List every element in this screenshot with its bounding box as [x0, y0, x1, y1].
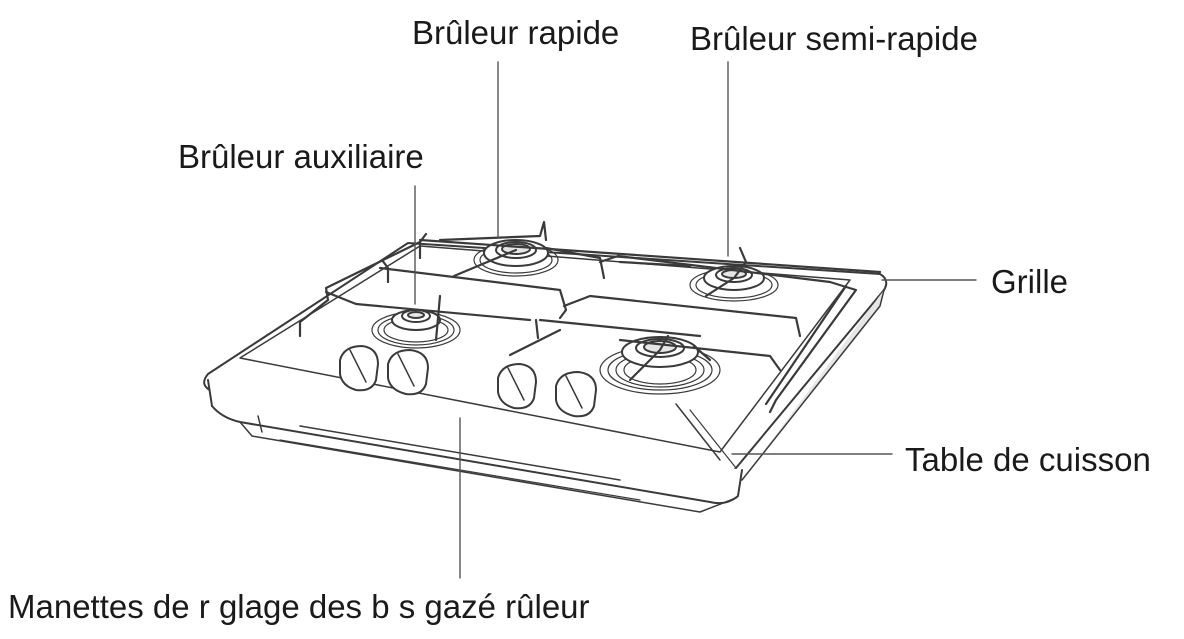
knob-1	[339, 345, 379, 392]
label-burner-auxiliary: Brûleur auxiliaire	[178, 138, 424, 175]
burner-rapid	[483, 239, 549, 267]
knob-4	[555, 371, 597, 418]
burner-rings	[371, 243, 779, 395]
label-cooktop: Table de cuisson	[905, 441, 1151, 478]
label-burner-semi-rapid: Brûleur semi-rapide	[690, 20, 978, 57]
leader-lines	[414, 61, 977, 579]
label-knobs: Manettes de r glage des b s gazé rûleur	[8, 588, 590, 625]
knob-2	[387, 349, 429, 396]
control-knobs	[339, 345, 597, 418]
label-burner-rapid: Brûleur rapide	[412, 14, 620, 51]
hob-body	[203, 242, 888, 513]
burner-auxiliary	[391, 309, 441, 331]
label-grid: Grille	[991, 263, 1069, 300]
grille	[298, 220, 882, 414]
knob-3	[497, 363, 537, 410]
